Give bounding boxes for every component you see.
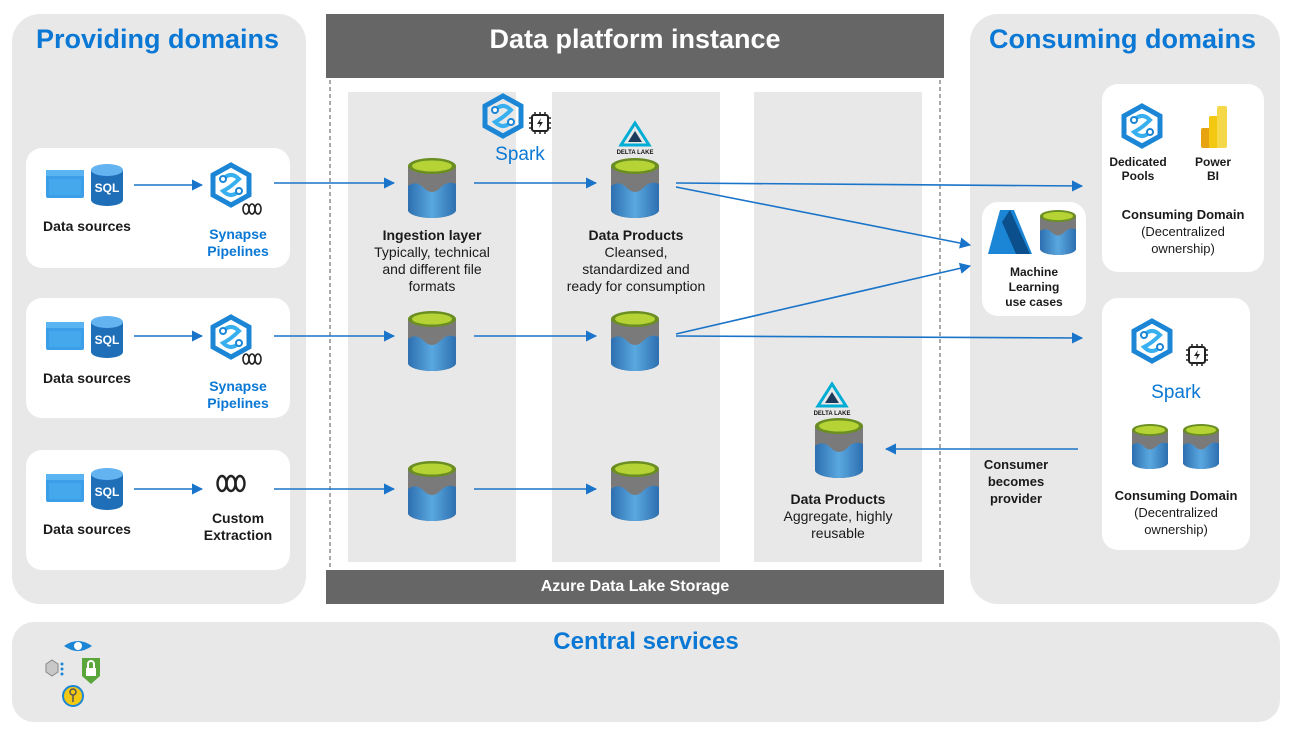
- data-sources-label: Data sources: [43, 521, 131, 537]
- storage-cylinder-icon: [1183, 424, 1219, 469]
- aggregate-column: [754, 92, 922, 562]
- spark-synapse-icon: [1134, 321, 1170, 361]
- providing-domains-title: Providing domains: [36, 24, 280, 54]
- ml-label: Learning: [1008, 280, 1060, 294]
- security-hexagon-icon: [45, 659, 64, 677]
- window-icon: [46, 474, 84, 502]
- tool-label: Custom: [211, 510, 265, 526]
- central-services-panel: [12, 622, 1280, 722]
- provider-card-1: [26, 148, 290, 268]
- aggregate-desc: reusable: [811, 525, 865, 541]
- consuming-domain-desc: (Decentralized: [1141, 224, 1225, 239]
- storage-cylinder-icon: [408, 461, 456, 521]
- custom-extraction-icon: [216, 474, 246, 493]
- sql-database-icon: [91, 164, 123, 206]
- platform-footer: [326, 570, 944, 604]
- ml-label: use cases: [1005, 295, 1063, 309]
- powerbi-label: BI: [1207, 169, 1219, 183]
- tool-label: Synapse: [209, 378, 267, 394]
- tool-label: Pipelines: [207, 243, 269, 259]
- sql-database-icon: [91, 316, 123, 358]
- consumer-card-bottom: [1102, 298, 1250, 550]
- platform-title: Data platform instance: [489, 24, 781, 54]
- consuming-domain-desc: ownership): [1144, 522, 1208, 537]
- tool-label: Extraction: [203, 527, 273, 543]
- spark-engine-icon: [1185, 343, 1209, 367]
- consuming-domain-desc: (Decentralized: [1134, 505, 1218, 520]
- storage-cylinder-icon: [408, 311, 456, 371]
- window-icon: [46, 322, 84, 350]
- aggregate-title: Data Products: [790, 491, 886, 507]
- pipeline-connector-icon: [242, 203, 262, 215]
- delta-lake-icon: [615, 121, 655, 158]
- dedicated-pools-label: Dedicated: [1109, 155, 1167, 169]
- tool-label: Pipelines: [207, 395, 269, 411]
- consuming-domain-title: Consuming Domain: [1114, 488, 1238, 503]
- data-sources-label: Data sources: [43, 370, 131, 386]
- aggregate-desc: Aggregate, highly: [783, 508, 893, 524]
- key-vault-key-icon: [62, 685, 84, 707]
- consumer-spark-label: Spark: [1151, 382, 1201, 403]
- platform-header: [326, 14, 944, 78]
- ingestion-desc: Typically, technical: [374, 244, 490, 260]
- products-title: Data Products: [588, 227, 684, 243]
- flow-arrow: [675, 262, 972, 335]
- powerbi-icon: [1201, 106, 1227, 148]
- dedicated-pools-label: Pools: [1121, 169, 1155, 183]
- spark-label: Spark: [495, 144, 545, 165]
- products-desc: standardized and: [582, 261, 690, 277]
- storage-cylinder-icon: [1132, 424, 1168, 469]
- storage-cylinder-icon: [1040, 210, 1076, 255]
- sql-database-icon: [91, 468, 123, 510]
- spark-synapse-icon: [485, 96, 521, 136]
- consuming-domain-title: Consuming Domain: [1121, 207, 1245, 222]
- data-sources-label: Data sources: [43, 218, 131, 234]
- central-services-title: Central services: [553, 628, 739, 655]
- window-icon: [46, 170, 84, 198]
- storage-cylinder-icon: [611, 158, 659, 218]
- delta-lake-icon: [812, 382, 852, 419]
- powerbi-label: Power: [1194, 155, 1231, 169]
- ingestion-desc: formats: [408, 278, 456, 294]
- platform-footer-label: Azure Data Lake Storage: [540, 578, 730, 595]
- flow-arrow: [675, 180, 1084, 192]
- feedback-label: Consumer: [983, 457, 1049, 472]
- storage-cylinder-icon: [408, 158, 456, 218]
- storage-cylinder-icon: [815, 418, 863, 478]
- tool-label: Synapse: [209, 226, 267, 242]
- storage-cylinder-icon: [611, 461, 659, 521]
- provider-card-3: [26, 450, 290, 570]
- dedicated-pools-icon: [1124, 106, 1160, 146]
- flow-arrow: [675, 186, 972, 249]
- feedback-label: provider: [989, 491, 1042, 506]
- products-desc: Cleansed,: [604, 244, 668, 260]
- ingestion-title: Ingestion layer: [382, 227, 482, 243]
- consuming-domain-desc: ownership): [1151, 241, 1215, 256]
- purview-eye-icon: [64, 641, 92, 651]
- synapse-icon: [213, 165, 249, 205]
- products-desc: ready for consumption: [566, 278, 706, 294]
- provider-card-2: [26, 298, 290, 418]
- spark-engine-icon: [528, 111, 552, 135]
- synapse-icon: [213, 317, 249, 357]
- storage-cylinder-icon: [611, 311, 659, 371]
- machine-learning-icon: [988, 210, 1032, 254]
- feedback-label: becomes: [987, 474, 1045, 489]
- flow-arrow: [675, 332, 1084, 344]
- consuming-domains-title: Consuming domains: [989, 24, 1257, 54]
- ingestion-desc: and different file: [382, 261, 482, 277]
- security-lock-icon: [82, 658, 100, 684]
- ml-label: Machine: [1009, 265, 1058, 279]
- pipeline-connector-icon: [242, 353, 262, 365]
